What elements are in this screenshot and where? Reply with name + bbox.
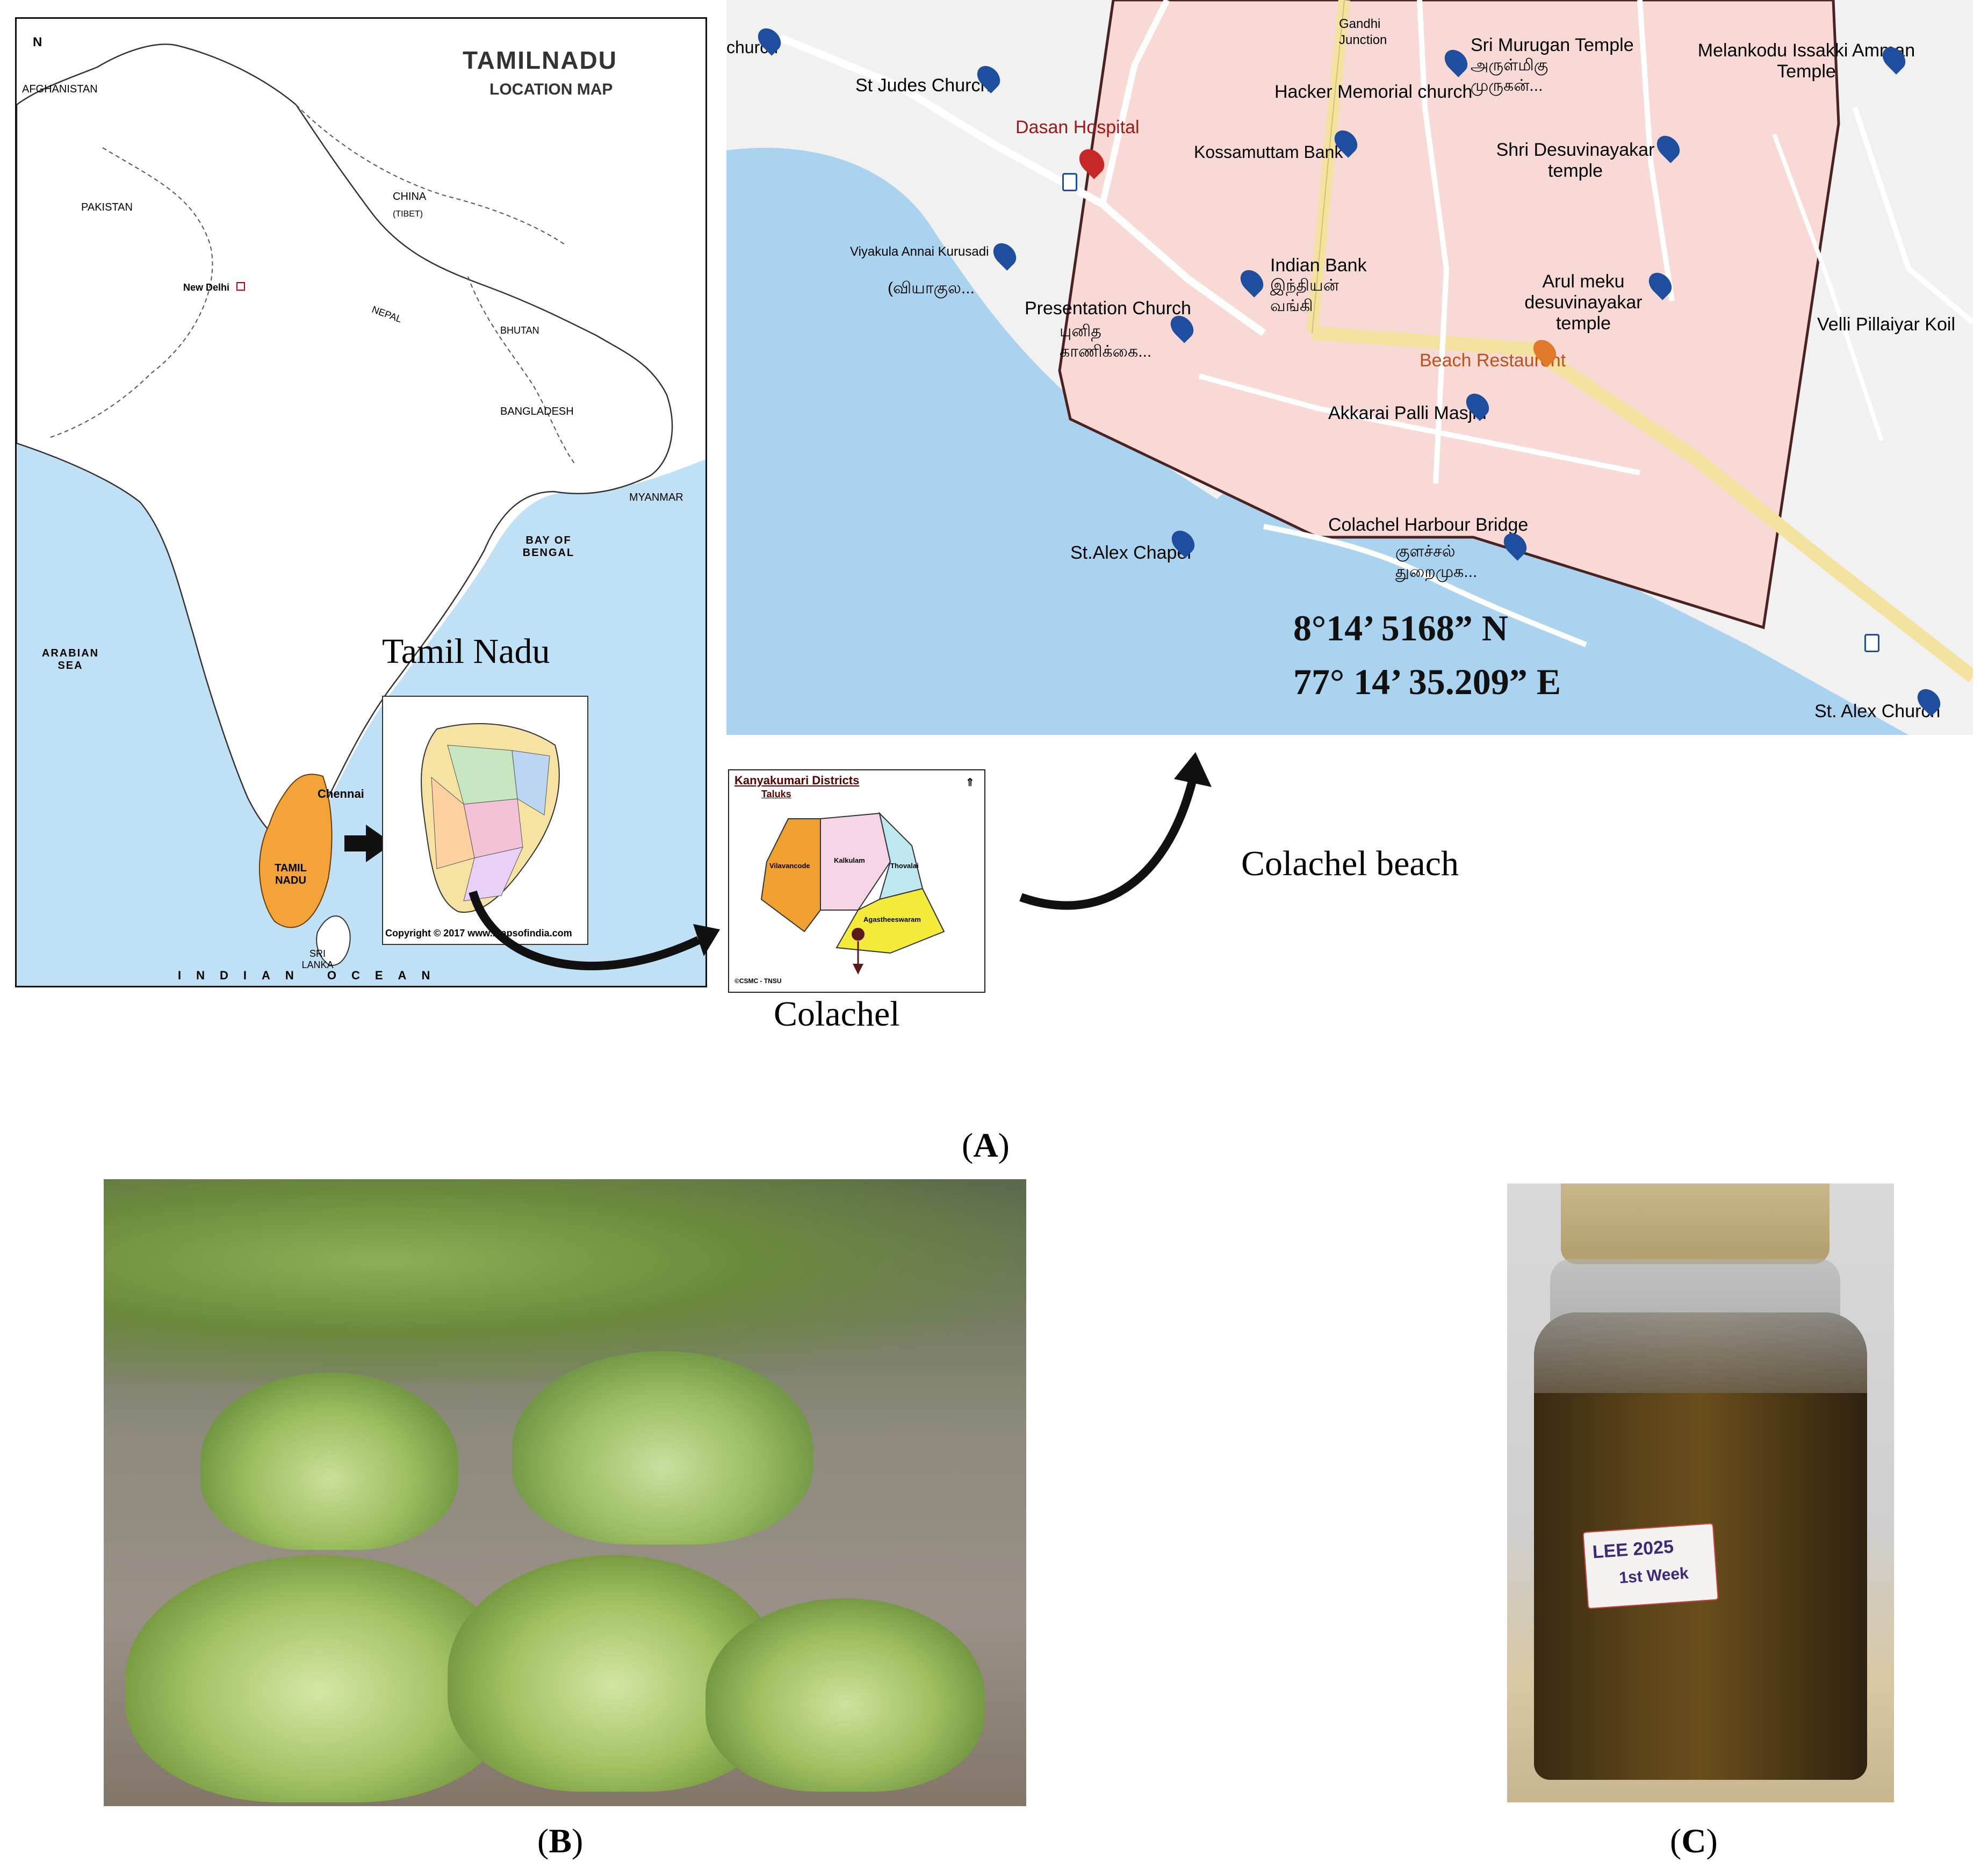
street-map-svg — [726, 0, 1973, 735]
label-china: CHINA — [393, 191, 427, 203]
inset-title: Tamil Nadu — [382, 632, 550, 671]
curved-arrow-2 — [1019, 752, 1212, 910]
map-title: TAMILNADU — [463, 46, 617, 74]
label-indian-ocean: INDIAN OCEAN — [178, 969, 445, 982]
label-myanmar: MYANMAR — [629, 492, 683, 503]
seaweed-clump — [512, 1351, 813, 1545]
panel-c-label: (C) — [1670, 1822, 1718, 1860]
jar-lid — [1561, 1184, 1829, 1264]
kanyakumari-district-map: Kanyakumari Districts Taluks Vilavancode… — [728, 769, 985, 993]
poi-indian-bank: Indian Bank — [1270, 255, 1367, 276]
poi-viyakula-annai: Viyakula Annai Kurusadi — [850, 244, 989, 259]
background-algae — [104, 1179, 1026, 1383]
taluk-thovalai: Thovalai — [890, 862, 919, 870]
coordinate-longitude: 77° 14’ 35.209” E — [1293, 661, 1561, 702]
bus-stop-icon — [1062, 173, 1077, 191]
panel-c-letter: C — [1681, 1822, 1706, 1860]
poi-sri-murugan-temple: Sri Murugan Temple — [1471, 35, 1634, 55]
poi-velli-pillaiyar: Velli Pillaiyar Koil — [1817, 314, 1955, 335]
poi-kossamuttam-bank: Kossamuttam Bank — [1194, 142, 1343, 162]
north-indicator: N — [33, 35, 42, 49]
jar-label-line1: LEE 2025 — [1591, 1536, 1675, 1563]
jar-label-line2: 1st Week — [1618, 1564, 1689, 1587]
panel-a-letter: A — [973, 1126, 998, 1164]
poi-akkarai-palli: Akkarai Palli Masjid — [1328, 403, 1487, 423]
poi-st-alex-chapel: St.Alex Chapel — [1070, 543, 1191, 563]
panel-a-label: (A) — [962, 1126, 1010, 1164]
tamil-nadu-districts-svg — [421, 723, 560, 913]
label-sri-lanka: SRI LANKA — [301, 948, 334, 970]
poi-dasan-hospital: Dasan Hospital — [1015, 117, 1140, 138]
poi-presentation-church: Presentation Church — [1025, 298, 1191, 319]
india-map-svg — [17, 44, 705, 986]
poi-melankodu: Melankodu Issakki Amman Temple — [1697, 40, 1915, 82]
panel-b-label: (B) — [537, 1822, 584, 1860]
poi-shri-desuvinayakar: Shri Desuvinayakar temple — [1496, 140, 1655, 181]
bus-stop-icon — [1864, 634, 1879, 652]
jar-label: LEE 2025 1st Week — [1582, 1522, 1719, 1610]
poi-indian-bank-tamil: இந்தியன் வங்கி — [1270, 277, 1339, 315]
poi-harbour-tamil: குளச்சல் துறைமுக... — [1395, 543, 1478, 581]
seaweed-clump — [705, 1598, 985, 1792]
poi-murugan-tamil: அருள்மிகு முருகன்... — [1471, 56, 1548, 95]
poi-st-judes-church: St Judes Church — [855, 75, 991, 96]
poi-presentation-tamil: புனித காணிக்கை... — [1060, 322, 1152, 360]
label-arabian-sea: ARABIAN SEA — [41, 647, 99, 672]
label-afghanistan: AFGHANISTAN — [22, 83, 98, 95]
panel-b-letter: B — [549, 1822, 572, 1860]
taluk-vilavancode: Vilavancode — [769, 862, 810, 870]
capital-icon — [236, 282, 246, 291]
label-bangladesh: BANGLADESH — [500, 406, 574, 417]
label-tibet: (TIBET) — [393, 210, 423, 219]
district-map-svg — [760, 811, 945, 975]
seaweed-photo — [104, 1179, 1026, 1806]
new-delhi-text: New Delhi — [183, 282, 230, 293]
label-pakistan: PAKISTAN — [81, 201, 133, 213]
district-map-subtitle: Taluks — [761, 789, 791, 799]
label-bay-of-bengal: BAY OF BENGAL — [522, 535, 575, 559]
district-map-credit: ©CSMC - TNSU — [734, 977, 782, 985]
poi-colachel-harbour-bridge: Colachel Harbour Bridge — [1328, 515, 1529, 535]
district-map-title: Kanyakumari Districts — [734, 774, 860, 787]
taluk-kalkulam: Kalkulam — [834, 856, 865, 864]
poi-hacker-memorial: Hacker Memorial church — [1274, 82, 1473, 102]
label-chennai: Chennai — [318, 787, 364, 800]
poi-viyakula-tamil: (வியாகுல... — [888, 279, 975, 297]
colachel-caption: Colachel — [774, 994, 900, 1034]
colachel-street-map: church Gandhi Junction Sri Murugan Templ… — [726, 0, 1973, 735]
label-tamil-nadu-state: TAMIL NADU — [275, 862, 307, 886]
label-bhutan: BHUTAN — [500, 325, 539, 336]
inset-copyright: Copyright © 2017 www.mapsofindia.com — [385, 928, 572, 939]
poi-arul-meku: Arul meku desuvinayakar temple — [1524, 271, 1643, 334]
india-location-map: N TAMILNADU LOCATION MAP AFGHANISTAN PAK… — [15, 17, 707, 987]
colachel-beach-caption: Colachel beach — [1241, 844, 1459, 883]
curved-arrow-1 — [469, 890, 720, 970]
poi-gandhi-junction: Gandhi Junction — [1339, 17, 1387, 47]
tamil-nadu-inset-map: Copyright © 2017 www.mapsofindia.com — [382, 696, 588, 945]
map-subtitle: LOCATION MAP — [489, 81, 613, 98]
seaweed-clump — [200, 1373, 458, 1550]
coordinate-latitude: 8°14’ 5168” N — [1293, 608, 1508, 648]
taluk-agastheeswaram: Agastheeswaram — [863, 915, 921, 923]
label-new-delhi: New Delhi — [183, 282, 246, 293]
jar-headspace — [1534, 1312, 1867, 1393]
north-arrow-icon: ⇑ — [966, 777, 975, 789]
extract-jar-photo: LEE 2025 1st Week — [1507, 1184, 1894, 1802]
